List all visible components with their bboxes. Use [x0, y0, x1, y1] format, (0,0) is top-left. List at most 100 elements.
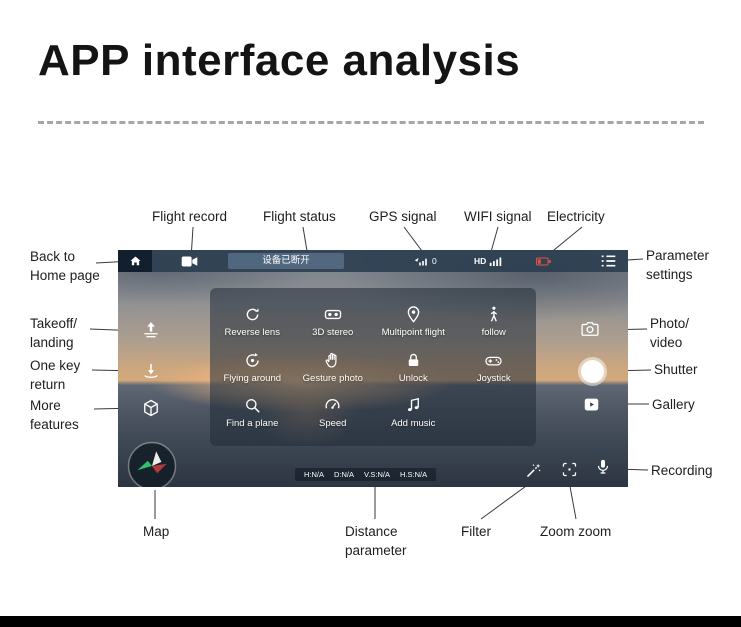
gallery-button[interactable] — [580, 393, 602, 415]
parameter-settings-button[interactable] — [600, 250, 617, 272]
hd-signal-icon — [490, 256, 502, 266]
hd-label: HD — [474, 256, 487, 266]
feature-gesture-photo[interactable]: Gesture photo — [293, 351, 374, 384]
feature-label: Joystick — [476, 372, 511, 384]
feature-label: follow — [481, 326, 506, 338]
flying-around-icon — [246, 352, 259, 367]
callout-wifi-signal: WIFI signal — [464, 209, 532, 224]
callout-distance-parameter: Distance parameter — [345, 524, 407, 558]
feature-joystick[interactable]: Joystick — [454, 351, 535, 384]
callout-parameter-settings: Parameter settings — [646, 248, 710, 282]
joystick-icon — [485, 356, 502, 365]
callout-gallery: Gallery — [652, 397, 695, 412]
feature-label: Unlock — [398, 372, 428, 384]
callout-zoom: Zoom zoom — [540, 524, 612, 539]
feature-row-spacer — [454, 396, 535, 429]
wifi-signal-indicator: HD — [474, 250, 502, 272]
zoom-icon — [562, 462, 576, 476]
callout-flight-record: Flight record — [152, 209, 228, 224]
telemetry-vs: V.S:N/A — [364, 470, 391, 479]
app-screenshot: 设备已断开 0 HD — [118, 250, 628, 487]
takeoff-landing-button[interactable] — [140, 319, 162, 341]
callout-shutter: Shutter — [654, 362, 698, 377]
feature-label: Find a plane — [226, 418, 279, 430]
feature-label: 3D stereo — [312, 326, 354, 338]
parameter-list-icon — [601, 255, 616, 267]
3d-stereo-icon — [324, 309, 341, 319]
feature-reverse-lens[interactable]: Reverse lens — [212, 305, 293, 338]
flight-record-icon — [181, 256, 197, 266]
find-plane-icon — [245, 399, 260, 414]
callout-filter: Filter — [461, 524, 491, 539]
callout-recording: Recording — [651, 463, 713, 478]
one-key-return-button[interactable] — [140, 360, 162, 382]
unlock-icon — [408, 353, 418, 366]
feature-speed[interactable]: Speed — [293, 396, 374, 429]
callout-map: Map — [143, 524, 170, 539]
gps-count: 0 — [432, 256, 437, 266]
callout-photo-video: Photo/ video — [650, 316, 690, 350]
compass-icon — [127, 441, 177, 487]
add-music-icon — [407, 398, 419, 412]
home-button[interactable] — [118, 250, 152, 272]
photo-video-button[interactable] — [579, 318, 601, 340]
callout-one-key-return: One key return — [30, 358, 81, 392]
flight-record-button[interactable] — [180, 252, 198, 270]
speed-icon — [325, 399, 340, 410]
more-features-icon — [144, 399, 158, 417]
filter-button[interactable] — [522, 459, 544, 481]
feature-label: Reverse lens — [224, 326, 280, 338]
feature-add-music[interactable]: Add music — [373, 396, 454, 429]
telemetry-d: D:N/A — [334, 470, 355, 479]
feature-multipoint-flight[interactable]: Multipoint flight — [373, 305, 454, 338]
zoom-button[interactable] — [558, 458, 580, 480]
telemetry-h: H:N/A — [304, 470, 325, 479]
filter-icon — [526, 463, 540, 477]
recording-button[interactable] — [592, 456, 614, 478]
gps-signal-icon — [414, 258, 427, 266]
telemetry-bar: H:N/A D:N/A V.S:N/A H.S:N/A — [295, 468, 437, 481]
telemetry-hs: H.S:N/A — [400, 470, 428, 479]
feature-find-plane[interactable]: Find a plane — [212, 396, 293, 429]
gps-signal-indicator: 0 — [414, 250, 437, 272]
feature-flying-around[interactable]: Flying around — [212, 351, 293, 384]
recording-mic-icon — [597, 459, 609, 474]
battery-icon — [536, 257, 551, 265]
feature-label: Speed — [319, 418, 347, 430]
feature-row-3: Find a plane Speed Add music — [212, 396, 534, 429]
feature-row-2: Flying around Gesture photo Unlock Joyst… — [212, 351, 534, 384]
status-bar: 设备已断开 0 HD — [118, 250, 628, 272]
one-key-return-icon — [144, 363, 158, 378]
feature-unlock[interactable]: Unlock — [373, 351, 454, 384]
feature-label: Gesture photo — [302, 372, 363, 384]
more-features-button[interactable] — [140, 397, 162, 419]
feature-follow[interactable]: follow — [454, 305, 535, 338]
takeoff-icon — [144, 322, 158, 338]
shutter-button[interactable] — [581, 360, 604, 383]
device-status: 设备已断开 — [228, 253, 344, 269]
follow-icon — [491, 306, 498, 322]
bottom-black-bar — [0, 616, 741, 627]
gallery-icon — [584, 398, 598, 410]
callout-gps-signal: GPS signal — [369, 209, 437, 224]
feature-menu-panel: Reverse lens 3D stereo Multipoint flight… — [210, 288, 536, 446]
map-compass[interactable] — [127, 441, 177, 487]
photo-video-icon — [581, 322, 599, 336]
callout-back-home: Back to Home page — [30, 249, 100, 283]
callout-more-features: More features — [30, 398, 79, 432]
reverse-lens-icon — [246, 308, 259, 321]
battery-indicator — [536, 250, 551, 272]
gesture-photo-icon — [325, 352, 337, 368]
dashed-divider — [38, 121, 704, 124]
callout-takeoff-landing: Takeoff/ landing — [30, 316, 78, 350]
feature-label: Flying around — [223, 372, 282, 384]
feature-row-1: Reverse lens 3D stereo Multipoint flight… — [212, 305, 534, 338]
feature-label: Add music — [391, 418, 436, 430]
feature-3d-stereo[interactable]: 3D stereo — [293, 305, 374, 338]
multipoint-flight-icon — [407, 306, 420, 323]
feature-label: Multipoint flight — [381, 326, 445, 338]
callout-flight-status: Flight status — [263, 209, 336, 224]
home-icon — [130, 256, 140, 265]
callout-electricity: Electricity — [547, 209, 605, 224]
